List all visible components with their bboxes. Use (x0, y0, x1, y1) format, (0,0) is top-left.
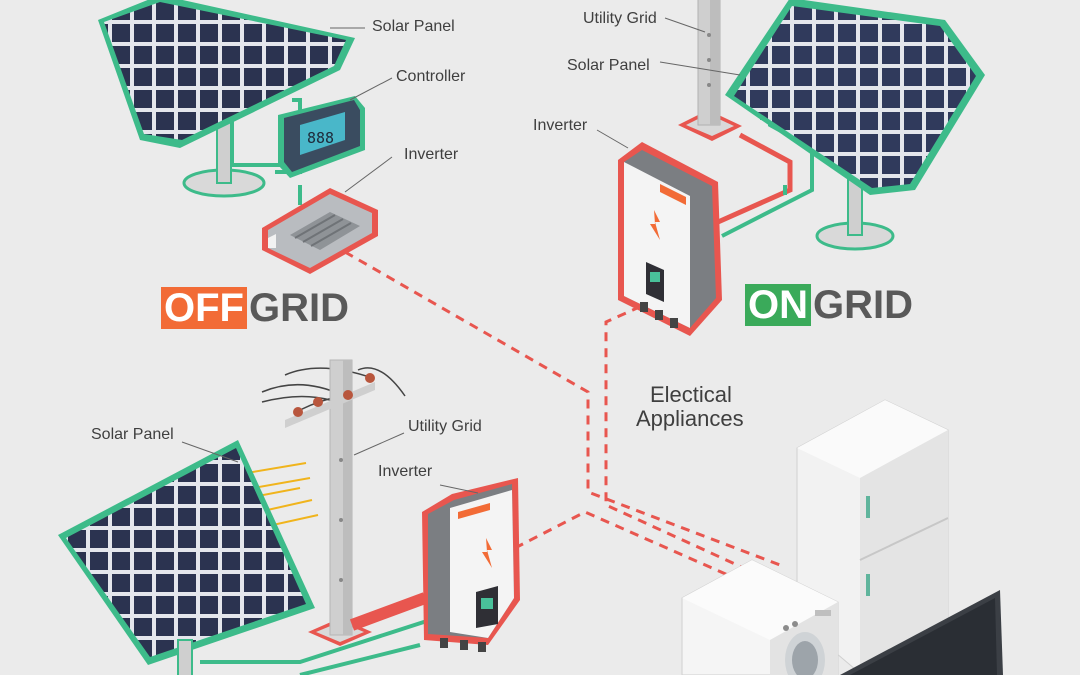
offgrid-panel-stand (182, 114, 266, 198)
appliances-label-line1: Electical (650, 382, 732, 407)
washing-machine (681, 559, 839, 675)
ongrid-badge-highlight: ON (745, 284, 811, 326)
hybrid-solar-panel-label: Solar Panel (91, 426, 174, 443)
offgrid-solar-panel-label: Solar Panel (372, 18, 455, 35)
appliances-label-line2: Appliances (636, 406, 744, 431)
hybrid-utility-grid-label: Utility Grid (408, 418, 482, 435)
ongrid-inverter-label: Inverter (533, 117, 588, 134)
controller-display-digits: 888 (307, 129, 334, 147)
ongrid-badge-rest: GRID (811, 284, 916, 326)
wire-offgrid-to-appliances (344, 250, 781, 567)
hybrid-system (58, 359, 520, 675)
offgrid-badge-highlight: OFF (161, 287, 247, 329)
offgrid-solar-panel (98, 0, 355, 148)
ongrid-solar-panel-label: Solar Panel (567, 57, 650, 74)
television (840, 590, 1003, 675)
controller-device: 888 (278, 96, 365, 178)
offgrid-badge-rest: GRID (246, 287, 352, 329)
ongrid-solar-panel (725, 0, 985, 195)
offgrid-inverter-label: Inverter (404, 146, 459, 163)
dashed-wires (344, 250, 781, 600)
wire-ongrid-to-appliances (604, 298, 771, 582)
ongrid-badge: ON GRID (745, 284, 916, 326)
hybrid-inverter (422, 478, 520, 652)
offgrid-badge: OFF GRID (161, 287, 352, 329)
offgrid-controller-label: Controller (396, 68, 466, 85)
offgrid-inverter (262, 188, 378, 274)
offgrid-system: 888 (98, 0, 393, 274)
ongrid-system (596, 0, 985, 336)
hybrid-inverter-label: Inverter (378, 463, 433, 480)
ongrid-utility-grid-label: Utility Grid (583, 10, 657, 27)
hybrid-solar-panel (58, 440, 315, 675)
ongrid-inverter (618, 142, 722, 336)
hybrid-utility-pole (285, 359, 375, 646)
appliances-group (681, 399, 1003, 675)
